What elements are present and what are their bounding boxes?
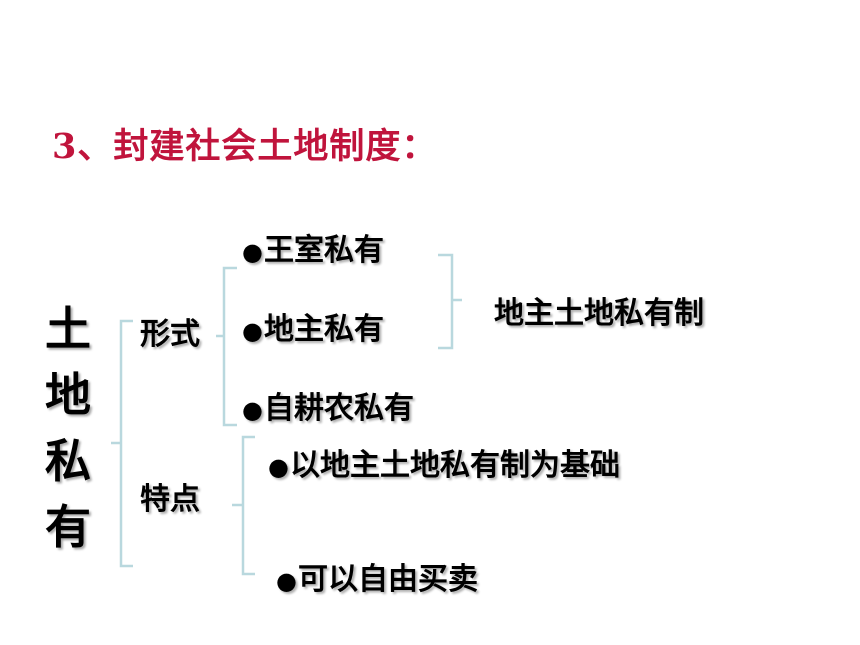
form-item-royal: ●王室私有 xyxy=(242,233,384,270)
forms-label: 形式 xyxy=(140,317,200,352)
root-node-land-private-ownership: 土 地 私 有 xyxy=(40,296,96,560)
root-char: 地 xyxy=(45,368,91,422)
trait-item-basis: ●以地主土地私有制为基础 xyxy=(268,448,620,485)
bullet-icon: ● xyxy=(242,396,263,424)
form-item-landlord: ●地主私有 xyxy=(242,312,384,349)
trait-item-label: 以地主土地私有制为基础 xyxy=(289,448,620,483)
bullet-icon: ● xyxy=(268,453,289,481)
bullet-icon: ● xyxy=(276,567,297,595)
summary-bracket xyxy=(438,253,462,350)
form-item-label: 自耕农私有 xyxy=(263,391,414,426)
trait-item-label: 可以自由买卖 xyxy=(297,562,478,597)
bullet-icon: ● xyxy=(242,238,263,266)
trait-item-free-trade: ●可以自由买卖 xyxy=(276,562,478,599)
forms-bracket xyxy=(216,266,237,427)
traits-label: 特点 xyxy=(140,482,200,517)
form-item-label: 王室私有 xyxy=(263,233,384,268)
slide-title: 3、封建社会土地制度： xyxy=(52,126,438,167)
root-char: 有 xyxy=(45,500,91,554)
forms-summary: 地主土地私有制 xyxy=(494,296,704,331)
form-item-label: 地主私有 xyxy=(263,312,384,347)
form-item-peasant: ●自耕农私有 xyxy=(242,391,414,428)
root-char: 土 xyxy=(45,302,91,356)
root-bracket xyxy=(111,319,133,568)
root-char: 私 xyxy=(45,434,91,488)
bullet-icon: ● xyxy=(242,317,263,345)
traits-bracket xyxy=(232,435,255,576)
